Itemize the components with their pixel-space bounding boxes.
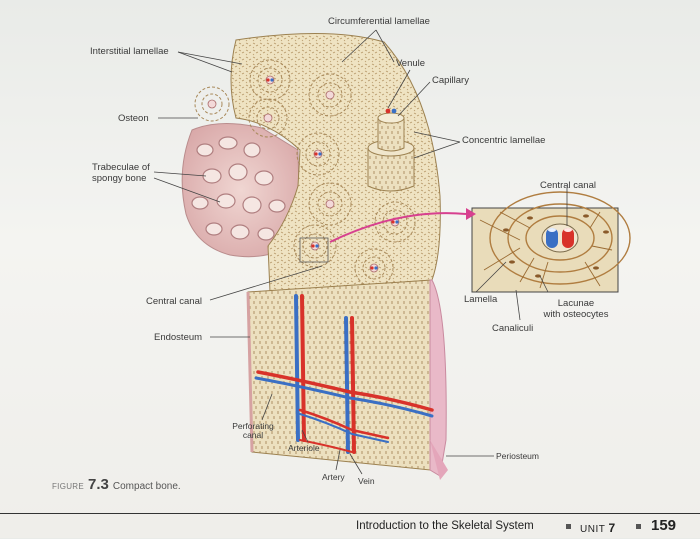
longitudinal-section — [246, 279, 448, 480]
label-central-canal: Central canal — [146, 296, 202, 307]
page-footer: Introduction to the Skeletal System UNIT… — [0, 513, 700, 539]
label-perforating-line2: canal — [242, 430, 264, 440]
label-venule: Venule — [396, 58, 426, 69]
label-lacunae-line2: with osteocytes — [543, 309, 609, 320]
label-perforating-line1: Perforating — [232, 421, 274, 431]
separator-square-icon — [566, 524, 571, 529]
label-endosteum: Endosteum — [154, 332, 203, 343]
figure-number: 7.3 — [88, 476, 109, 493]
label-trabeculae-line1: Trabeculae of — [92, 162, 150, 173]
unit-label: UNIT 7 — [580, 521, 616, 535]
page-number: 159 — [651, 517, 677, 534]
spongy-bone — [181, 122, 301, 258]
label-concentric-lamellae: Concentric lamellae — [462, 135, 546, 146]
label-arteriole: Arteriole — [288, 443, 320, 453]
separator-square-icon — [636, 524, 641, 529]
bone-cross-section — [194, 32, 441, 293]
label-osteon: Osteon — [118, 113, 149, 124]
label-canaliculi: Canaliculi — [492, 323, 534, 334]
label-trabeculae-line2: spongy bone — [92, 173, 147, 184]
unit-word: UNIT — [580, 524, 606, 535]
magnify-arrow — [329, 212, 467, 243]
figure-caption-text: Compact bone. — [112, 481, 181, 492]
osteon-inset — [471, 191, 631, 293]
chapter-title: Introduction to the Skeletal System — [356, 520, 534, 532]
label-capillary: Capillary — [432, 75, 469, 86]
label-vein: Vein — [358, 476, 375, 486]
label-interstitial-lamellae: Interstitial lamellae — [90, 46, 169, 57]
figure-word: FIGURE — [52, 482, 85, 491]
label-circumferential-lamellae: Circumferential lamellae — [328, 16, 430, 27]
label-periosteum: Periosteum — [496, 451, 539, 461]
osteon-cylinder — [367, 108, 415, 192]
unit-number: 7 — [608, 521, 616, 535]
label-artery: Artery — [322, 472, 345, 482]
label-central-canal-inset: Central canal — [540, 180, 596, 191]
leader-lines — [153, 29, 568, 475]
label-lamella: Lamella — [464, 294, 498, 305]
label-lacunae-line1: Lacunae — [557, 298, 595, 309]
